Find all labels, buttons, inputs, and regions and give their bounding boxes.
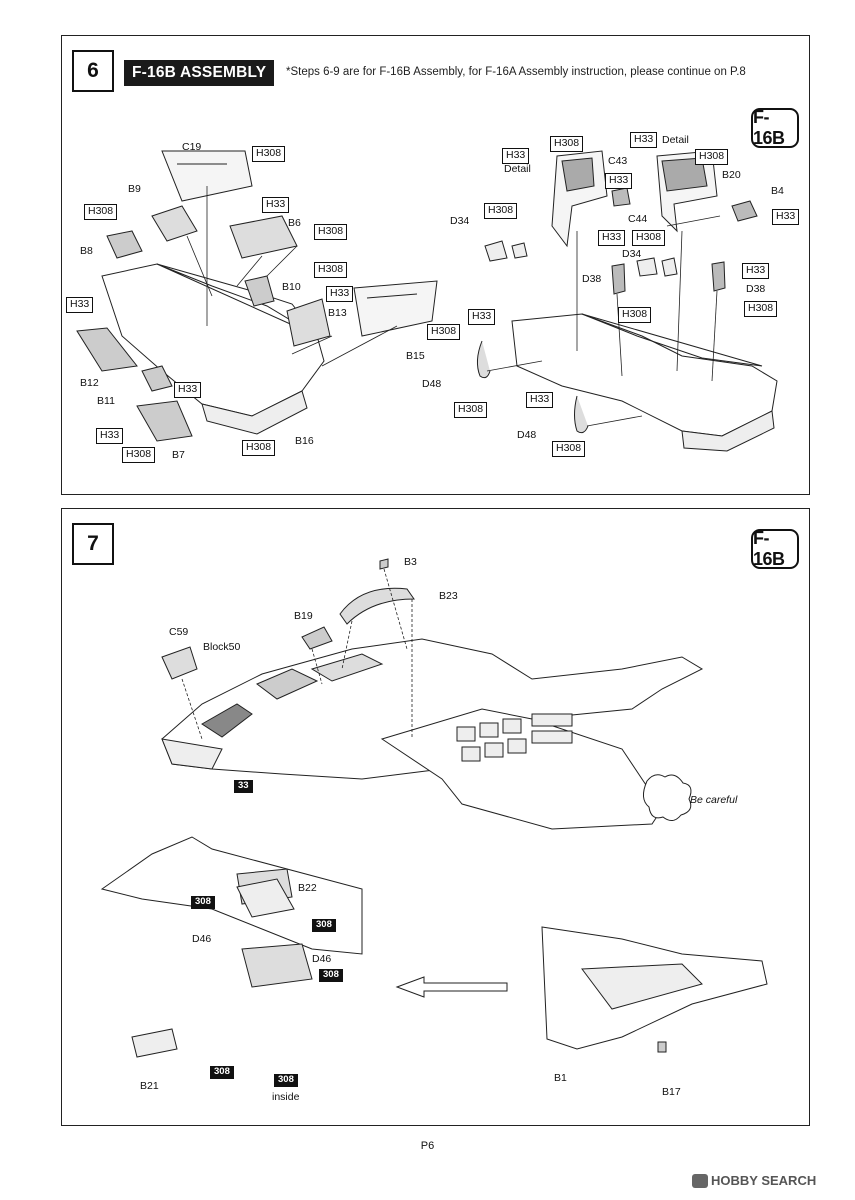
part-label: D34 (450, 215, 470, 227)
paint-callout-box: H33 (96, 428, 124, 444)
note-label: inside (272, 1091, 300, 1103)
paint-callout-box: H308 (252, 146, 286, 162)
paint-callout-box: H308 (552, 441, 586, 457)
part-label: B12 (80, 377, 99, 389)
step-number: 7 (72, 523, 114, 565)
paint-callout-box: H308 (744, 301, 778, 317)
decal-number-label: 308 (319, 969, 343, 982)
part-label: B19 (294, 610, 313, 622)
part-label: C43 (608, 155, 628, 167)
step-6-panel: 6 F-16B ASSEMBLY *Steps 6-9 are for F-16… (61, 35, 810, 495)
part-label: B10 (282, 281, 301, 293)
paint-callout-box: H308 (84, 204, 118, 220)
variant-badge: F-16B (751, 107, 799, 148)
decal-number-label: 33 (234, 780, 253, 793)
paint-callout-box: H33 (502, 148, 530, 164)
part-label: D46 (192, 933, 212, 945)
fuselage-assembly-drawing (100, 558, 768, 1058)
decal-number-label: 308 (312, 919, 336, 932)
part-label: D48 (517, 429, 537, 441)
decal-number-label: 308 (191, 896, 215, 909)
part-label: D38 (746, 283, 766, 295)
part-label: B6 (288, 217, 301, 229)
paint-callout-box: H308 (242, 440, 276, 456)
part-label: B8 (80, 245, 93, 257)
part-label: D34 (622, 248, 642, 260)
paint-callout-box: H308 (314, 262, 348, 278)
part-label: C19 (182, 141, 202, 153)
paint-callout-box: H308 (427, 324, 461, 340)
paint-callout-box: H308 (454, 402, 488, 418)
paint-callout-box: H33 (468, 309, 496, 325)
assembly-note: *Steps 6-9 are for F-16B Assembly, for F… (286, 66, 746, 78)
decal-number-label: 308 (274, 1074, 298, 1087)
paint-callout-box: H33 (742, 263, 770, 279)
paint-callout-box: H33 (326, 286, 354, 302)
paint-callout-box: H308 (550, 136, 584, 152)
part-label: B17 (662, 1086, 681, 1098)
part-label: B21 (140, 1080, 159, 1092)
watermark: HOBBY SEARCH (692, 1173, 816, 1188)
cockpit-tub-exploded-drawing (76, 150, 778, 452)
paint-callout-box: H33 (605, 173, 633, 189)
paint-callout-box: H308 (695, 149, 729, 165)
part-label: B1 (554, 1072, 567, 1084)
paint-callout-box: H33 (526, 392, 554, 408)
step-7-panel: 7 F-16B (61, 508, 810, 1126)
decal-number-label: 308 (210, 1066, 234, 1079)
paint-callout-box: H308 (122, 447, 156, 463)
assembly-title: F-16B ASSEMBLY (124, 60, 275, 86)
variant-badge: F-16B (751, 528, 799, 569)
paint-callout-box: H308 (314, 224, 348, 240)
part-label: B20 (722, 169, 741, 181)
part-label: B11 (97, 395, 115, 407)
part-label: D38 (582, 273, 602, 285)
part-label: B16 (295, 435, 314, 447)
part-label: Block50 (203, 641, 241, 653)
paint-callout-box: H308 (484, 203, 518, 219)
part-label: B9 (128, 183, 141, 195)
watermark-text: HOBBY SEARCH (711, 1173, 817, 1188)
part-label: D46 (312, 953, 332, 965)
hobby-search-logo-icon (692, 1173, 708, 1188)
part-label: B23 (439, 590, 458, 602)
detail-label: Detail (662, 134, 689, 146)
part-label: B3 (404, 556, 417, 568)
paint-callout-box: H308 (632, 230, 666, 246)
paint-callout-box: H33 (772, 209, 800, 225)
part-label: B4 (771, 185, 784, 197)
part-label: B7 (172, 449, 185, 461)
part-label: D48 (422, 378, 442, 390)
part-label: B13 (328, 307, 347, 319)
part-label: C44 (628, 213, 648, 225)
paint-callout-box: H33 (598, 230, 626, 246)
paint-callout-box: H33 (630, 132, 658, 148)
part-label: C59 (169, 626, 189, 638)
page-number: P6 (420, 1140, 435, 1152)
warning-note: Be careful (690, 794, 738, 806)
paint-callout-box: H308 (618, 307, 652, 323)
paint-callout-box: H33 (262, 197, 290, 213)
part-label: B15 (406, 350, 425, 362)
step-number: 6 (72, 50, 114, 92)
paint-callout-box: H33 (66, 297, 94, 313)
part-label: B22 (298, 882, 317, 894)
detail-label: Detail (504, 163, 531, 175)
paint-callout-box: H33 (174, 382, 202, 398)
